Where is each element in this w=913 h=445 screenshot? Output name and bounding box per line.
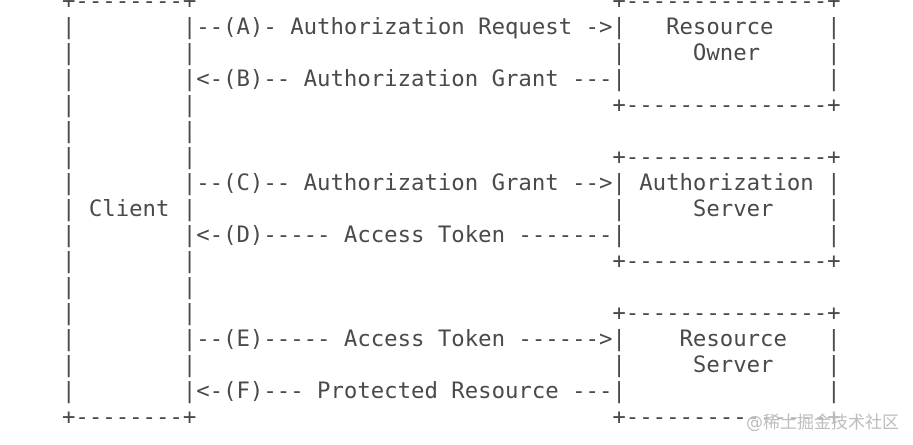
diagram-line: | |--(A)- Authorization Request ->| Reso… bbox=[62, 14, 841, 40]
diagram-line: | |--(E)----- Access Token ------>| Reso… bbox=[62, 326, 841, 352]
diagram-line: | | +---------------+ bbox=[62, 144, 841, 170]
juejin-watermark: @稀土掘金技术社区 bbox=[744, 408, 901, 433]
diagram-line: | Client | | Server | bbox=[62, 196, 841, 222]
diagram-line: | |--(C)-- Authorization Grant -->| Auth… bbox=[62, 170, 841, 196]
diagram-line: | | +---------------+ bbox=[62, 300, 841, 326]
diagram-line: | | | Owner | bbox=[62, 40, 841, 66]
diagram-line: +--------+ +---------------+ bbox=[62, 0, 841, 14]
diagram-line: | |<-(B)-- Authorization Grant ---| | bbox=[62, 66, 841, 92]
diagram-line: | |<-(F)--- Protected Resource ---| | bbox=[62, 378, 841, 404]
diagram-line: | | | Server | bbox=[62, 352, 841, 378]
diagram-line: | | bbox=[62, 118, 197, 144]
diagram-line: | | bbox=[62, 274, 197, 300]
diagram-line: | | +---------------+ bbox=[62, 248, 841, 274]
diagram-line: | |<-(D)----- Access Token -------| | bbox=[62, 222, 841, 248]
diagram-line: | | +---------------+ bbox=[62, 92, 841, 118]
ascii-flow-art: +--------+ +---------------+ | |--(A)- A… bbox=[62, 0, 841, 430]
diagram-line: +--------+ +---------------+ bbox=[62, 404, 841, 430]
